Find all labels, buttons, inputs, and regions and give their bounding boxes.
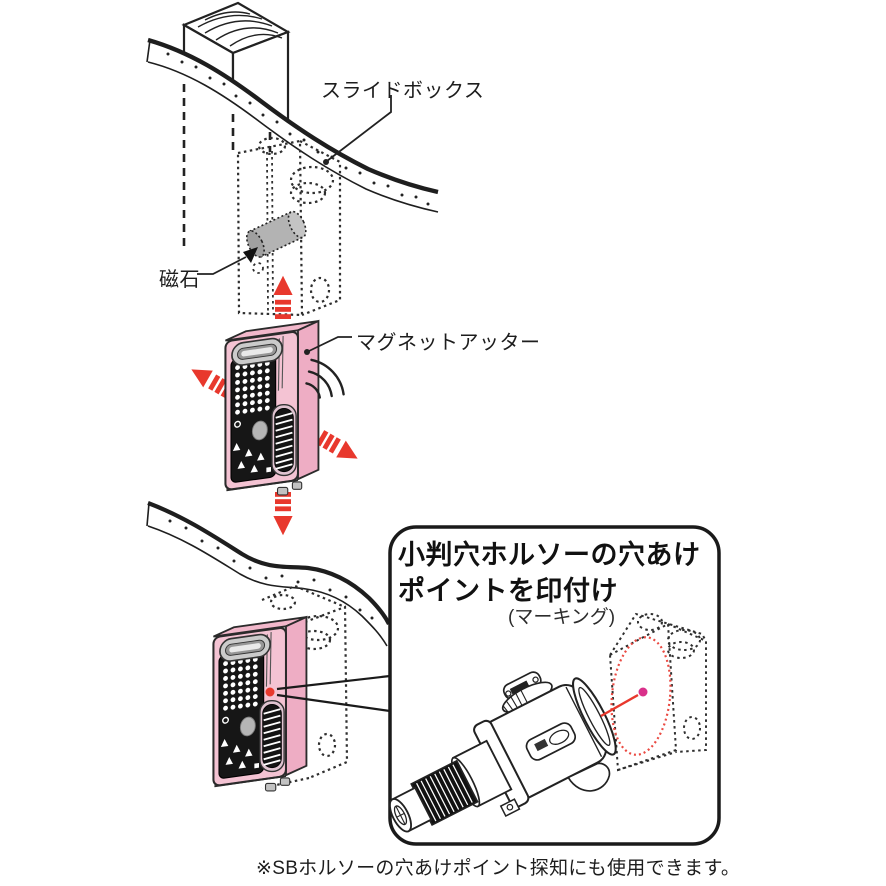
callout-pointer bbox=[276, 674, 391, 713]
callout-title-line2: ポイントを印付け bbox=[398, 576, 618, 606]
scan-arrow-right bbox=[315, 428, 363, 467]
slide-box-outline-callout bbox=[608, 612, 707, 772]
holesaw-tool bbox=[388, 671, 617, 833]
detector-label: マグネットアッター bbox=[356, 332, 541, 354]
scan-arrow-down bbox=[273, 492, 293, 536]
footnote: ※SBホルソーの穴あけポイント探知にも使用できます。 bbox=[256, 858, 741, 879]
magnet-detector-upper bbox=[224, 319, 320, 496]
holesaw-cut-oval bbox=[610, 636, 672, 756]
marking-point-dot bbox=[265, 687, 275, 697]
magnet-leader bbox=[197, 247, 258, 275]
marking-dot bbox=[638, 687, 648, 697]
wall-board-upper bbox=[146, 37, 439, 213]
beep-waves-icon bbox=[305, 358, 345, 399]
hidden-stud-edges bbox=[182, 84, 272, 250]
scan-arrow-up bbox=[273, 275, 293, 319]
callout-subtitle: (マーキング) bbox=[508, 607, 616, 628]
slide-box-leader bbox=[323, 95, 392, 165]
callout-title-line1: 小判穴ホルソーの穴あけ bbox=[398, 540, 701, 570]
magnet-detector-lower bbox=[212, 615, 308, 792]
slide-box-label: スライドボックス bbox=[321, 80, 485, 102]
detector-leader bbox=[304, 336, 352, 355]
magnet-label: 磁石 bbox=[159, 269, 200, 291]
holesaw-point-line bbox=[600, 693, 639, 718]
slide-box-outline-upper bbox=[236, 136, 342, 317]
